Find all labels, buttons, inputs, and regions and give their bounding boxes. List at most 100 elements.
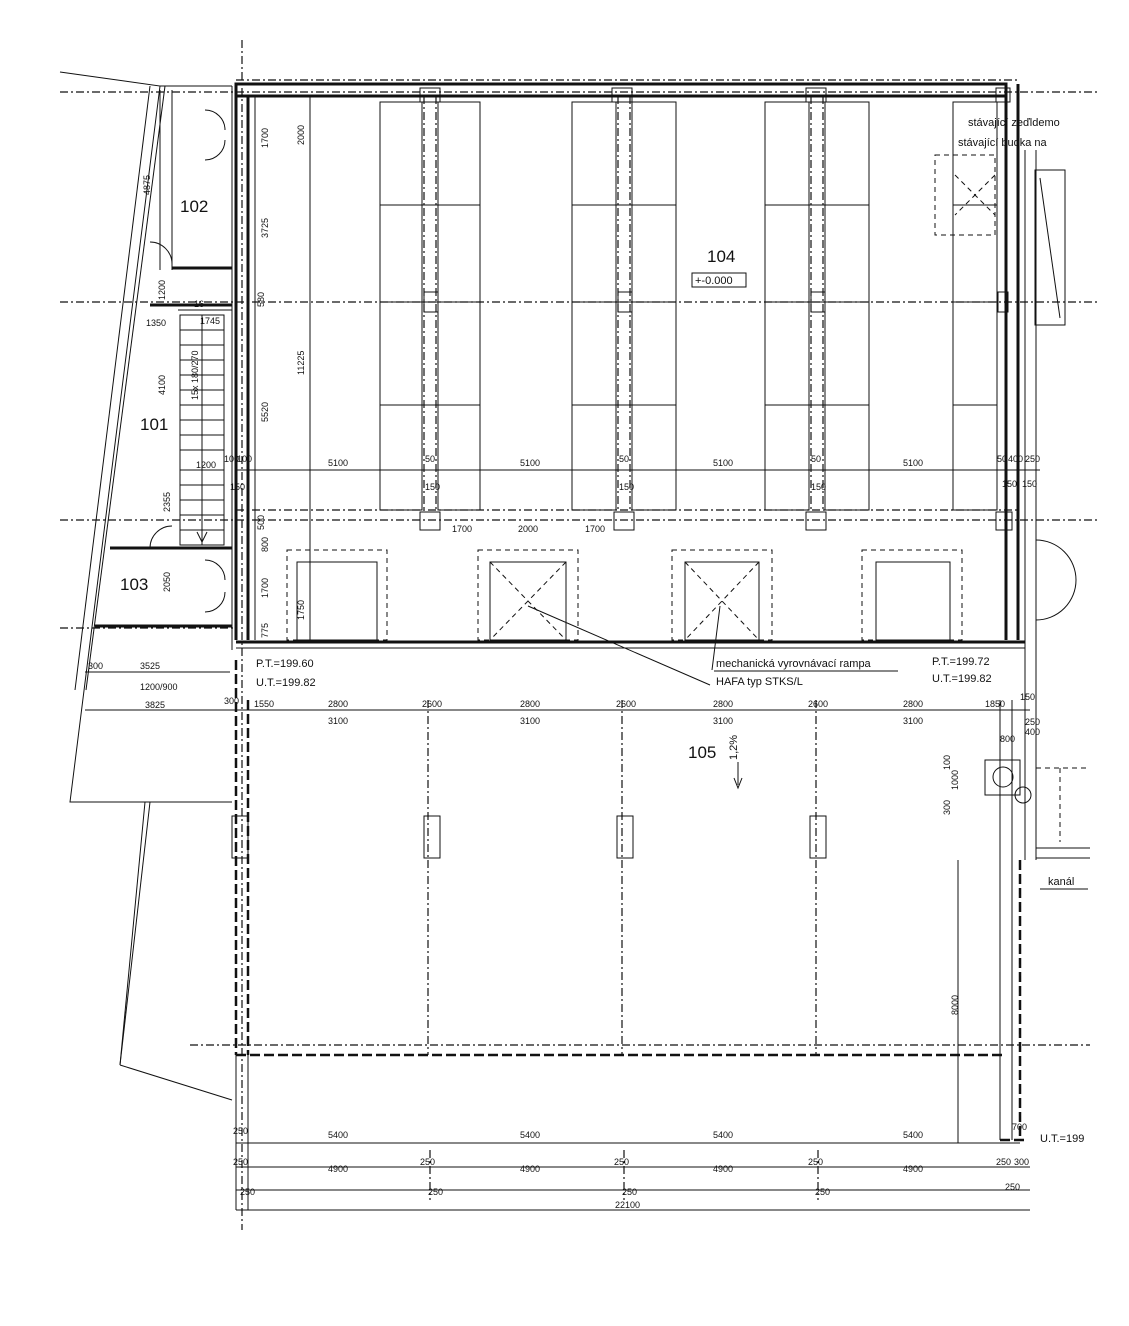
dim-bay-4: 5100 [903,458,923,468]
slope-label: 1,2% [728,735,740,760]
dim-3100-c: 3100 [713,716,733,726]
level-tag: +-0.000 [691,272,747,288]
room-103-label: 103 [120,575,148,594]
ramp-note-line1: mechanická vyrovnávací rampa [716,658,872,670]
dim-2800-c: 2800 [713,699,733,709]
vdim-3725: 3725 [260,218,270,238]
right-ut-level: U.T.=199.82 [932,673,992,685]
dim-250-h: 250 [996,1157,1011,1167]
dim-5400-b: 5400 [520,1130,540,1140]
dim-250-l: 250 [815,1187,830,1197]
dim-250-m: 250 [1005,1182,1020,1192]
dim-bay-2: 5100 [520,458,540,468]
vdim-2000: 2000 [296,125,306,145]
vdim-100: 100 [942,755,952,770]
vdim-300: 300 [942,800,952,815]
dim-400-b: 400 [1025,727,1040,737]
dim-50-a: 50 [425,454,435,464]
vdim-1200: 1200 [157,280,167,300]
dim-4900-a: 4900 [328,1164,348,1174]
vdim-4875: 4875 [142,175,152,195]
hall-104-walls [234,79,1025,649]
dim-250-f: 250 [614,1157,629,1167]
dim-250-b: 250 [1025,717,1040,727]
dim-250-k: 250 [622,1187,637,1197]
dim-250-j: 250 [428,1187,443,1197]
door-swings-left [149,109,226,613]
dim-50-b: 50 [619,454,629,464]
dim-150-g: 150 [1020,692,1035,702]
grid-axes [60,40,1100,1230]
vdim-2355: 2355 [162,492,172,512]
vdim-2050: 2050 [162,572,172,592]
staircase [179,314,225,546]
dim-2800-b: 2800 [520,699,540,709]
dim-3100-b: 3100 [520,716,540,726]
dim-50-c: 50 [811,454,821,464]
room-105-label: 105 [688,743,716,762]
vdim-5520: 5520 [260,402,270,422]
dim-300-c: 300 [1014,1157,1029,1167]
room-104-label: 104 [707,247,735,266]
dim-250-d: 250 [233,1157,248,1167]
dim-300-b: 300 [224,696,239,706]
vdim-580: 580 [256,292,266,307]
left-ut-level: U.T.=199.82 [256,677,316,689]
vdim-4100: 4100 [157,375,167,395]
vdim-800: 800 [260,537,270,552]
dim-150-e: 150 [1002,479,1017,489]
dim-300: 300 [88,661,103,671]
dim-150-d: 150 [811,482,826,492]
ramp-note-line2: HAFA typ STKS/L [716,676,803,688]
dimension-lines [85,96,1040,1211]
apron-105-outline [231,660,1032,1211]
dim-1350: 1350 [146,318,166,328]
dim-22100: 22100 [615,1200,640,1210]
dim-700: 700 [1012,1122,1027,1132]
dim-3100-d: 3100 [903,716,923,726]
dim-1700-a: 1700 [452,524,472,534]
room-101-label: 101 [140,415,168,434]
existing-wall-note: stávající zeďldemo [968,117,1060,129]
dim-bay-1: 5100 [328,458,348,468]
vertical-dimension-values: 4875 1200 4100 2355 2050 15x 180/270 170… [142,125,960,1015]
vdim-1700-a: 1700 [260,128,270,148]
dim-1550: 1550 [254,699,274,709]
right-pt-level: P.T.=199.72 [932,656,990,668]
room-102-label: 102 [180,197,208,216]
dim-100-b: 100 [237,454,252,464]
existing-booth-note: stávající budka na [958,137,1048,149]
dim-150-a: 150 [230,482,245,492]
dim-800-r: 800 [1000,734,1015,744]
left-skewed-wing [59,71,233,1101]
dimension-values: 5100 5100 5100 5100 1200 100 100 50 50 5… [88,299,1040,1210]
dim-2800-d: 2800 [903,699,923,709]
vdim-500: 500 [256,515,266,530]
dim-2000: 2000 [518,524,538,534]
dim-250-e: 250 [420,1157,435,1167]
room-labels: 101 102 103 104 105 [120,197,735,762]
dim-1200-left: 1200 [196,460,216,470]
dim-1700-b: 1700 [585,524,605,534]
level-annotations: P.T.=199.60 U.T.=199.82 P.T.=199.72 U.T.… [256,656,1084,1145]
existing-structure-right [934,150,1090,860]
dim-5400-d: 5400 [903,1130,923,1140]
dim-3100-a: 3100 [328,716,348,726]
vdim-1000: 1000 [950,770,960,790]
dim-400-right: 400 [1008,454,1023,464]
dim-16: 16 [194,299,204,309]
dim-150-f: 150 [1022,479,1037,489]
dim-4900-d: 4900 [903,1164,923,1174]
channel-note: kanál [1048,876,1074,888]
dim-5400-a: 5400 [328,1130,348,1140]
dim-3825: 3825 [145,700,165,710]
dim-1850: 1850 [985,699,1005,709]
rack-modules [379,101,998,511]
left-pt-level: P.T.=199.60 [256,658,314,670]
vdim-11225: 11225 [296,351,306,375]
loading-dock-pits [236,509,1018,686]
dim-1200-900: 1200/900 [140,682,178,692]
vdim-8000: 8000 [950,995,960,1015]
dim-bay-3: 5100 [713,458,733,468]
dim-4900-b: 4900 [520,1164,540,1174]
